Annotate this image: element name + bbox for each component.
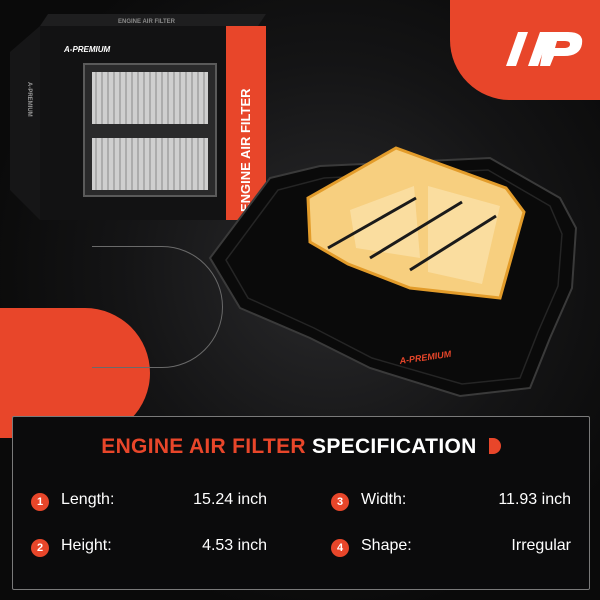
spec-value: Irregular [511, 537, 571, 554]
spec-row-height: 2 Height: 4.53 inch [31, 537, 267, 561]
air-filter-image: A-PREMIUM [208, 146, 578, 398]
number-badge: 1 [31, 493, 49, 511]
spec-row-width: 3 Width: 11.93 inch [331, 491, 571, 515]
box-logo: A-PREMIUM [63, 45, 111, 54]
box-title: ENGINE AIR FILTER [238, 88, 253, 212]
spec-value: 15.24 inch [193, 491, 267, 508]
spec-row-shape: 4 Shape: Irregular [331, 537, 571, 561]
number-badge: 2 [31, 539, 49, 557]
spec-label: Width: [361, 491, 407, 508]
product-box: A-PREMIUM ENGINE AIR FILTER ENGINE AIR F… [10, 14, 266, 220]
spec-value: 4.53 inch [202, 537, 267, 554]
spec-value: 11.93 inch [498, 491, 571, 508]
spec-title-product: ENGINE AIR FILTER [101, 435, 306, 458]
spec-panel: ENGINE AIR FILTER SPECIFICATION 1 Length… [12, 416, 590, 590]
number-badge: 3 [331, 493, 349, 511]
spec-row-length: 1 Length: 15.24 inch [31, 491, 267, 515]
spec-title: ENGINE AIR FILTER SPECIFICATION [13, 435, 589, 459]
box-side-logo: A-PREMIUM [26, 82, 32, 117]
decorative-outline-d [92, 246, 223, 368]
box-top-text: ENGINE AIR FILTER [118, 19, 176, 25]
number-badge: 4 [331, 539, 349, 557]
spec-label: Height: [61, 537, 112, 554]
title-d-icon [488, 438, 501, 454]
spec-title-label: SPECIFICATION [312, 435, 477, 458]
spec-label: Length: [61, 491, 115, 508]
spec-label: Shape: [361, 537, 412, 554]
brand-logo-icon [506, 32, 583, 66]
